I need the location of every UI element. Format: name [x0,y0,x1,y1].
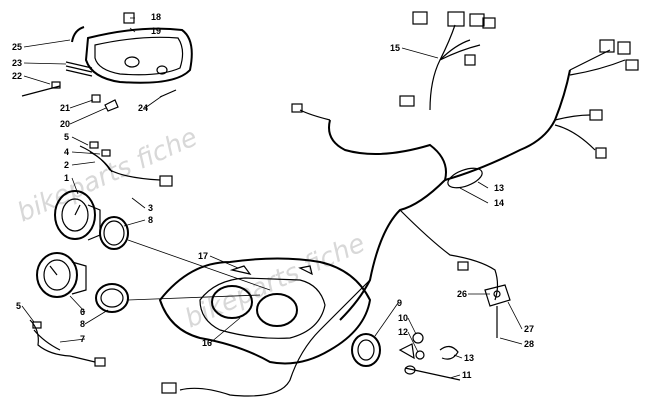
bolt-part-20 [104,99,119,112]
callouts: 18 19 25 23 22 21 20 24 15 5 4 2 1 3 8 1… [12,12,534,380]
regulator-part-27 [484,284,511,307]
callout-23: 23 [12,58,22,68]
clip-part-25 [71,26,85,43]
callout-4: 4 [64,147,69,157]
callout-21: 21 [60,103,70,113]
callout-13-top: 13 [494,183,504,193]
callout-24: 24 [138,103,148,113]
washer-part-10 [412,332,424,344]
callout-18: 18 [151,12,161,22]
headlight-assembly [21,12,193,112]
callout-28: 28 [524,339,534,349]
main-wiring-harness [161,11,639,397]
leader-lines [21,17,523,379]
callout-11: 11 [462,370,472,380]
bezel-ring-part-8 [99,216,129,250]
callout-17: 17 [198,251,208,261]
bezel-ring-part-8b [95,283,129,313]
callout-8-lower: 8 [80,319,85,329]
callout-5-lower: 5 [16,301,21,311]
callout-14: 14 [494,198,504,208]
callout-8-top: 8 [148,215,153,225]
instrument-panel [158,257,372,365]
callout-22: 22 [12,71,22,81]
clip-part-21 [91,94,101,103]
callout-13-lower: 13 [464,353,474,363]
callout-25: 25 [12,42,22,52]
grommet-part-13 [447,167,483,189]
watermark-text-1: bikeparts fiche [13,122,202,228]
callout-20: 20 [60,119,70,129]
callout-12: 12 [398,327,408,337]
speedometer-assembly [54,141,271,291]
callout-10: 10 [398,313,408,323]
callout-15: 15 [390,43,400,53]
callout-26: 26 [457,289,467,299]
callout-16: 16 [202,338,212,348]
temp-gauge-assembly [351,284,511,381]
spring-part-23 [65,61,93,77]
nut-part-22 [51,81,61,89]
callout-9: 9 [397,298,402,308]
callout-1: 1 [64,173,69,183]
nut-part-12 [415,350,425,360]
screw-part-24 [159,89,177,98]
callout-27: 27 [524,324,534,334]
tachometer-assembly [29,252,261,367]
callout-3: 3 [148,203,153,213]
cable-part-11 [404,367,461,381]
wire-part-7 [29,319,96,363]
callout-7: 7 [80,334,85,344]
callout-19: 19 [151,26,161,36]
clamp-part-13 [439,345,459,360]
callout-2: 2 [64,160,69,170]
callout-6: 6 [80,307,85,317]
callout-5: 5 [64,132,69,142]
